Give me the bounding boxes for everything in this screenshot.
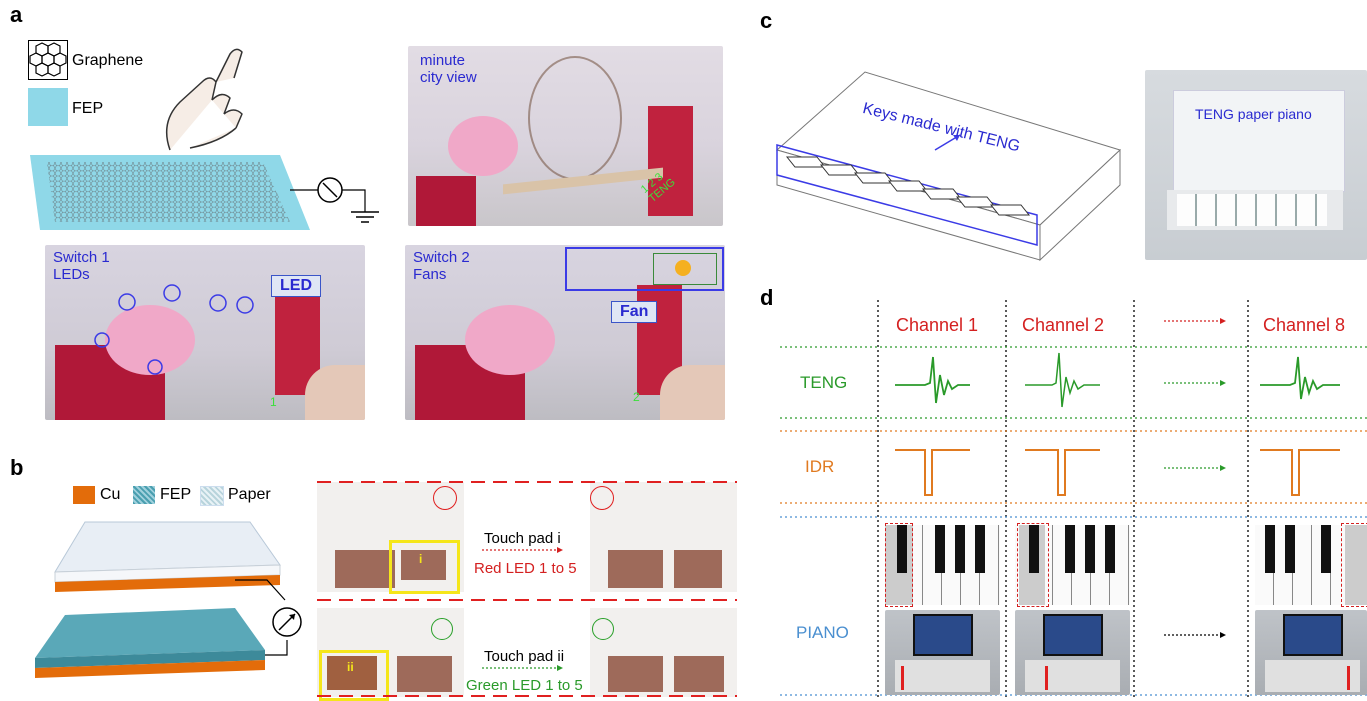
piano-keys-ch8 xyxy=(1255,523,1367,607)
photo2-label: Switch 1 LEDs xyxy=(53,249,110,283)
row2-bottom-label: Green LED 1 to 5 xyxy=(466,677,583,694)
switch1-leds-photo: Switch 1 LEDs LED 1 xyxy=(45,245,365,420)
hand-icon xyxy=(165,48,243,151)
row-idr-label: IDR xyxy=(805,457,835,476)
device-photo-ch1 xyxy=(885,610,1000,695)
legend-fep-b-label: FEP xyxy=(160,486,192,503)
panel-b: Cu FEP Paper i ii xyxy=(0,450,760,701)
legend-paper-label: Paper xyxy=(228,486,271,503)
pad-ii-label: ii xyxy=(347,660,354,674)
teng-piano-photo-label: TENG paper piano xyxy=(1195,106,1312,122)
channel-1-label: Channel 1 xyxy=(896,315,979,335)
pad-i-label: i xyxy=(419,552,423,566)
pad-ii-before-photo: ii xyxy=(317,608,464,701)
legend-graphene-label: Graphene xyxy=(72,52,144,69)
fep-graphene-sheet xyxy=(30,155,379,230)
panel-letter-c: c xyxy=(760,8,773,33)
photo2-num: 1 xyxy=(270,395,277,409)
fan-inset-box xyxy=(653,253,717,285)
fan-highlight-box xyxy=(565,247,724,291)
panel-letter-a: a xyxy=(10,2,23,27)
row-piano-label: PIANO xyxy=(796,623,849,642)
piano-keys-ch2 xyxy=(1015,523,1130,607)
channel-8-label: Channel 8 xyxy=(1263,315,1346,335)
panel-a: Graphene FEP minute city view 1 2 3 TENG xyxy=(0,0,760,450)
piano-keys-ch1 xyxy=(885,523,1000,607)
pad-ii-after-photo xyxy=(590,608,737,697)
photo1-label: minute city view xyxy=(420,52,477,86)
photo3-num: 2 xyxy=(633,390,640,404)
paper-piano-diagram xyxy=(775,71,1121,262)
row2-top-label: Touch pad ii xyxy=(484,648,565,665)
photo3-label: Switch 2 Fans xyxy=(413,249,470,283)
cu-legend-swatch xyxy=(73,486,95,504)
stacked-layers-diagram xyxy=(35,521,302,678)
row-teng-label: TENG xyxy=(800,373,848,392)
channel-2-label: Channel 2 xyxy=(1022,315,1105,335)
panel-letter-b: b xyxy=(10,455,24,480)
row1-bottom-label: Red LED 1 to 5 xyxy=(474,560,577,577)
switch2-fans-photo: Switch 2 Fans Fan 2 xyxy=(405,245,725,420)
device-photo-ch2 xyxy=(1015,610,1130,695)
panel-letter-d: d xyxy=(760,285,774,310)
pad-i-after-photo xyxy=(590,482,737,592)
grid-dashed-lines xyxy=(317,481,737,697)
graphene-legend-icon xyxy=(28,40,68,80)
fep-legend-swatch-b xyxy=(133,486,155,504)
fep-legend-swatch xyxy=(28,88,68,126)
panel-c: Keys made with TENG TENG paper piano xyxy=(760,0,1367,280)
legend-cu-label: Cu xyxy=(100,486,121,503)
pad-i-before-photo: i xyxy=(317,482,464,594)
teng-piano-photo: TENG paper piano xyxy=(1145,70,1367,260)
row1-top-label: Touch pad i xyxy=(484,530,561,547)
panel-d-grid xyxy=(780,300,1367,697)
panel-d: Channel 1 Channel 2 Channel 8 TENG IDR P… xyxy=(760,285,1367,697)
led-box-label: LED xyxy=(271,275,321,297)
paper-legend-swatch xyxy=(200,486,224,506)
legend-fep-label: FEP xyxy=(72,100,104,117)
device-photo-ch8 xyxy=(1255,610,1367,695)
city-view-photo: minute city view 1 2 3 TENG xyxy=(408,46,723,226)
fan-box-label: Fan xyxy=(611,301,658,323)
